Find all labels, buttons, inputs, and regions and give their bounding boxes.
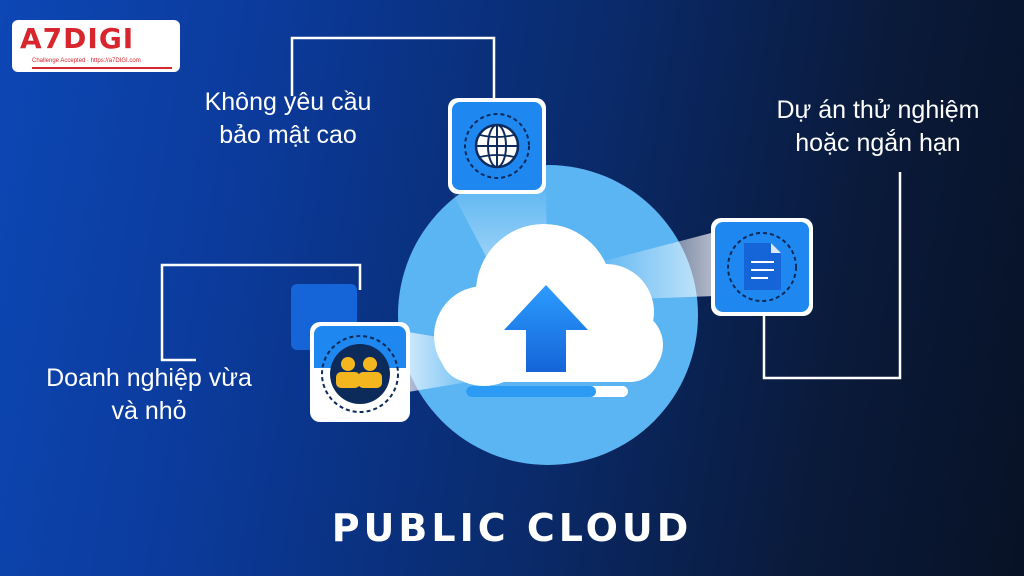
- connector-top-right: [762, 172, 902, 380]
- brand-logo[interactable]: A7DIGI Challenge Accepted · https://a7DI…: [12, 20, 180, 72]
- progress-fill: [466, 386, 596, 397]
- users-icon: [336, 357, 382, 388]
- label-no-high-security: Không yêu cầu bảo mật cao: [168, 86, 408, 151]
- globe-card: [448, 98, 546, 194]
- label-trial-projects-line1: Dự án thử nghiệm: [776, 96, 980, 124]
- upload-arrow-icon: [504, 285, 588, 372]
- label-no-high-security-line2: bảo mật cao: [219, 120, 357, 149]
- label-smes: Doanh nghiệp vừa và nhỏ: [14, 362, 284, 427]
- connector-bottom-left: [160, 263, 362, 362]
- logo-underline: [32, 67, 172, 69]
- label-no-high-security-line1: Không yêu cầu: [204, 88, 372, 116]
- globe-icon: [474, 123, 520, 169]
- label-smes-line1: Doanh nghiệp vừa: [46, 364, 252, 392]
- page-title: PUBLIC CLOUD: [331, 506, 693, 550]
- label-trial-projects-line2: hoặc ngắn hạn: [795, 128, 961, 157]
- document-card: [711, 218, 813, 316]
- logo-brand-text: A7DIGI: [20, 22, 135, 55]
- document-icon: [744, 243, 781, 290]
- connector-lines: [160, 36, 902, 380]
- label-trial-projects: Dự án thử nghiệm hoặc ngắn hạn: [758, 94, 998, 159]
- users-card: [291, 284, 410, 422]
- connector-top-left: [290, 36, 496, 98]
- label-smes-line2: và nhỏ: [111, 396, 187, 425]
- logo-tagline: Challenge Accepted · https://a7DIGI.com: [32, 58, 141, 64]
